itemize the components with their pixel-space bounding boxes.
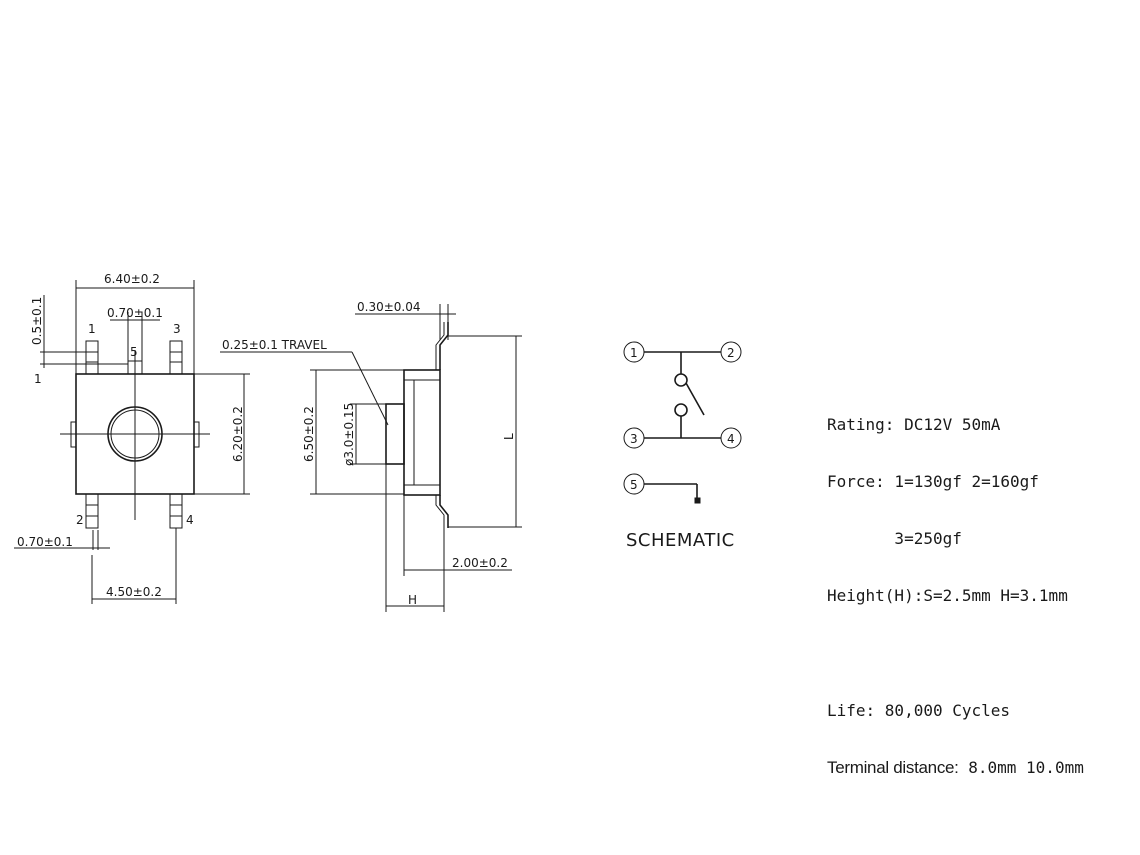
side-view: H 0.30±0.04 0.25±0.1 TRAVEL 6.50±0.2 ø3.… bbox=[220, 300, 522, 612]
spec-height: Height(H):S=2.5mm H=3.1mm bbox=[827, 586, 1068, 605]
pin-2-label: 2 bbox=[76, 513, 84, 527]
switch-contact-top bbox=[674, 373, 688, 387]
schematic-title: SCHEMATIC bbox=[626, 530, 735, 551]
dim-travel-label: 0.25±0.1 TRAVEL bbox=[222, 338, 327, 352]
dim-pin-width-label: 0.70±0.1 bbox=[17, 535, 73, 549]
dim-length-label: L bbox=[502, 433, 516, 440]
terminal-2-label: 2 bbox=[727, 346, 735, 360]
pin-3-label: 3 bbox=[173, 322, 181, 336]
spec-terminal-value: 8.0mm 10.0mm bbox=[958, 758, 1084, 777]
terminal-3-label: 3 bbox=[630, 432, 638, 446]
pin-4-lead bbox=[169, 493, 183, 529]
dim-pitch-label: 4.50±0.2 bbox=[106, 585, 162, 599]
top-view: 6.40±0.2 0.70±0.1 0.5±0.1 6.20±0.2 0.70±… bbox=[14, 272, 250, 604]
dim-body-label: 6.50±0.2 bbox=[302, 406, 316, 462]
side-body-outline bbox=[403, 369, 441, 496]
pin-3-lead bbox=[169, 340, 183, 375]
pin-1-label: 1 bbox=[88, 322, 96, 336]
dim-width-label: 6.40±0.2 bbox=[104, 272, 160, 286]
specification-block: Rating: DC12V 50mA Force: 1=130gf 2=160g… bbox=[827, 377, 1084, 796]
dim-thickness-label: 0.30±0.04 bbox=[357, 300, 421, 314]
terminal-5-label: 5 bbox=[630, 478, 638, 492]
pin-2-lead bbox=[85, 493, 99, 529]
dim-offset-label: 0.5±0.1 bbox=[30, 297, 44, 345]
side-actuator bbox=[385, 403, 405, 465]
spec-terminal: Terminal distance: 8.0mm 10.0mm bbox=[827, 758, 1084, 777]
mark-1-label: 1 bbox=[34, 372, 42, 386]
pin-1-lead bbox=[85, 340, 99, 375]
spec-force-cont: 3=250gf bbox=[827, 529, 962, 548]
spec-rating: Rating: DC12V 50mA bbox=[827, 415, 1001, 434]
dim-height-H-label: H bbox=[408, 593, 417, 607]
switch-contact-bottom bbox=[674, 403, 688, 417]
schematic: 1 2 3 4 5 SCHEMATIC bbox=[623, 341, 742, 551]
dim-standoff-label: 2.00±0.2 bbox=[452, 556, 508, 570]
pin-5-label: 5 bbox=[130, 345, 138, 359]
pin-5-lead bbox=[127, 360, 143, 375]
terminal-4-label: 4 bbox=[727, 432, 735, 446]
spec-force: Force: 1=130gf 2=160gf bbox=[827, 472, 1039, 491]
dim-actuator-label: ø3.0±0.15 bbox=[342, 403, 356, 466]
dim-height-label: 6.20±0.2 bbox=[231, 406, 245, 462]
actuator-circle bbox=[107, 406, 163, 462]
pin-4-label: 4 bbox=[186, 513, 194, 527]
spec-terminal-label: Terminal distance: bbox=[827, 758, 959, 777]
dim-pin5-label: 0.70±0.1 bbox=[107, 306, 163, 320]
terminal-1-label: 1 bbox=[630, 346, 638, 360]
spec-life: Life: 80,000 Cycles bbox=[827, 701, 1011, 720]
